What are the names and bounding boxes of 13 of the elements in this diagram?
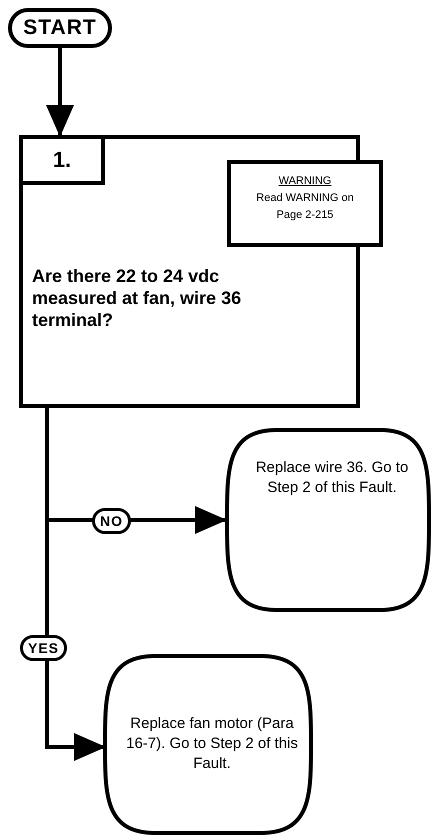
action-box <box>225 428 431 612</box>
warning-box <box>227 160 383 247</box>
warning-note: Read WARNING on Page 2-215 <box>255 191 355 223</box>
edge-label: NO <box>92 508 131 534</box>
warning-heading: WARNING <box>278 174 332 189</box>
terminal-label: START <box>23 16 97 40</box>
action-text: Replace fan motor (Para 16-7). Go to Step 2 of this Fault. <box>125 714 299 774</box>
action-text: Replace wire 36. Go to Step 2 of this Fault. <box>254 458 410 498</box>
arrow <box>46 48 74 137</box>
action-box <box>103 654 313 835</box>
edge-label: YES <box>20 635 68 661</box>
start-terminal <box>8 8 112 48</box>
question-text: Are there 22 to 24 vdc measured at fan, wire 36 terminal? <box>32 265 242 331</box>
